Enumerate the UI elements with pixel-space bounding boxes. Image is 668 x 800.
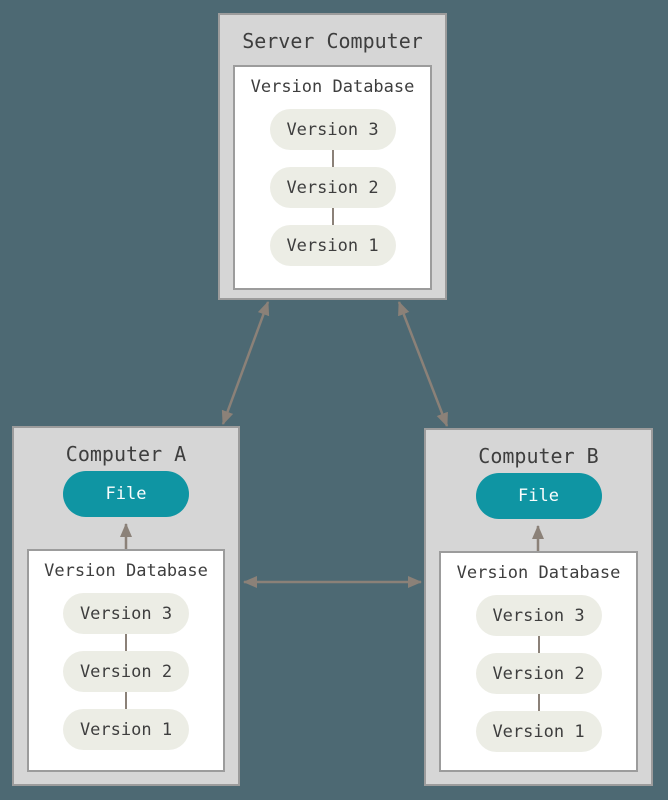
server-version-database-label: Version Database bbox=[250, 77, 415, 97]
arrow-server-computer-b bbox=[397, 301, 449, 427]
computer-a-box: Computer A File Version Database Version… bbox=[12, 426, 240, 786]
version-link-line bbox=[537, 636, 540, 653]
version-link-line bbox=[125, 692, 127, 709]
version-link-line bbox=[331, 150, 334, 167]
server-version-1-pill: Version 1 bbox=[269, 225, 396, 266]
computer-b-version-2-pill: Version 2 bbox=[475, 653, 602, 694]
computer-b-title: Computer B bbox=[478, 444, 599, 468]
version-link-line bbox=[331, 208, 334, 225]
version-link-line bbox=[537, 694, 540, 711]
server-computer-title: Server Computer bbox=[242, 29, 423, 53]
computer-a-version-database-label: Version Database bbox=[44, 561, 208, 581]
server-computer-box: Server Computer Version Database Version… bbox=[218, 13, 447, 300]
computer-b-version-3-pill: Version 3 bbox=[475, 595, 602, 636]
computer-a-version-database-box: Version Database Version 3 Version 2 Ver… bbox=[27, 549, 225, 772]
computer-b-box: Computer B File Version Database Version… bbox=[424, 428, 653, 786]
computer-b-version-database-label: Version Database bbox=[456, 563, 621, 583]
version-link-line bbox=[125, 634, 127, 651]
server-version-database-box: Version Database Version 3 Version 2 Ver… bbox=[233, 65, 432, 290]
computer-a-title: Computer A bbox=[65, 442, 187, 466]
server-version-3-pill: Version 3 bbox=[269, 109, 396, 150]
computer-a-version-1-pill: Version 1 bbox=[63, 709, 189, 750]
computer-b-version-1-pill: Version 1 bbox=[475, 711, 602, 752]
computer-b-file-pill: File bbox=[475, 473, 602, 519]
server-version-2-pill: Version 2 bbox=[269, 167, 396, 208]
computer-b-version-database-box: Version Database Version 3 Version 2 Ver… bbox=[439, 551, 638, 772]
arrow-server-computer-a bbox=[221, 301, 270, 425]
computer-a-version-2-pill: Version 2 bbox=[63, 651, 189, 692]
computer-a-version-3-pill: Version 3 bbox=[63, 593, 189, 634]
computer-a-file-pill: File bbox=[63, 471, 189, 517]
